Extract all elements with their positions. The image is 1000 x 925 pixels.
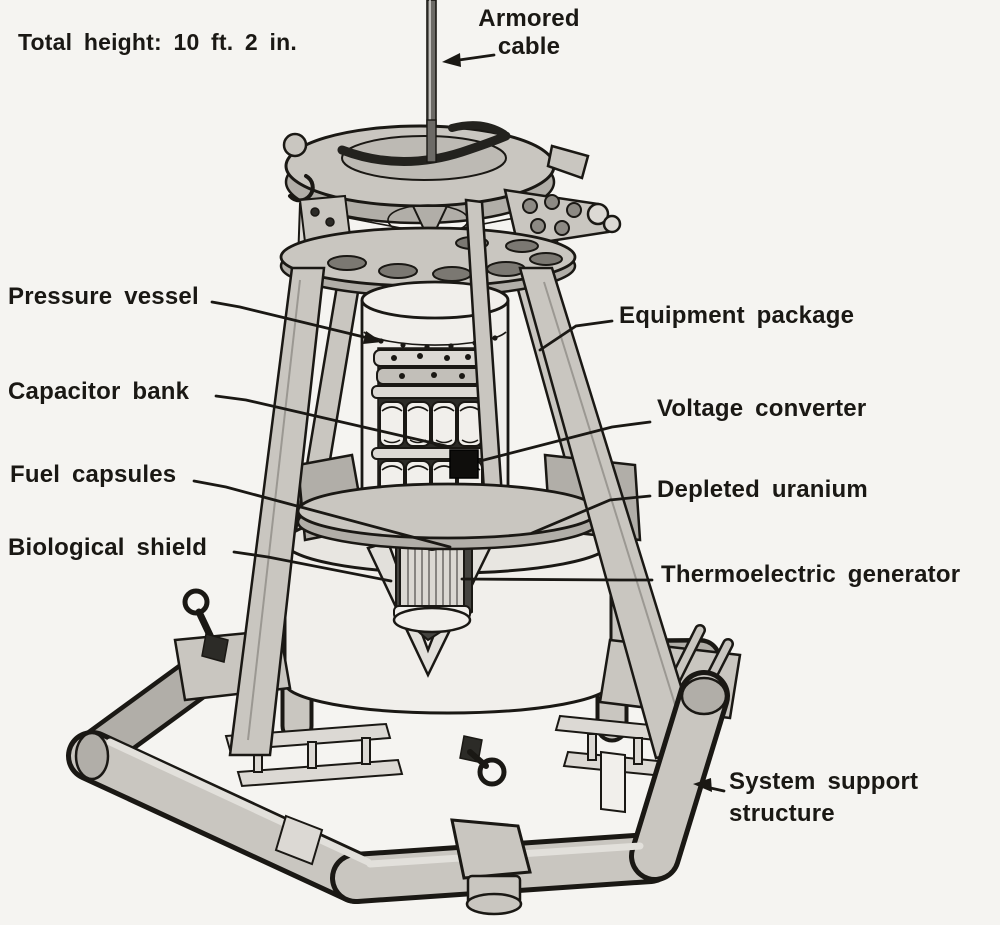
label-voltage-converter: Voltage converter bbox=[657, 395, 867, 422]
support-legs bbox=[228, 266, 702, 760]
support-leg-left bbox=[228, 266, 326, 757]
label-thermoelectric-generator: Thermoelectric generator bbox=[661, 561, 961, 588]
label-biological-shield: Biological shield bbox=[8, 534, 208, 561]
label-fuel-capsules: Fuel capsules bbox=[10, 461, 177, 488]
armored-cable-leader-line bbox=[457, 53, 496, 62]
lifting-eye-left bbox=[182, 588, 210, 616]
label-armored-cable: Armored cable bbox=[455, 5, 603, 61]
biological-shield-leader-line bbox=[232, 550, 393, 583]
label-system-support-line2: structure bbox=[729, 800, 835, 827]
equipment-package-drawing bbox=[371, 349, 487, 399]
top-lifting-plate bbox=[282, 119, 590, 225]
lifting-ear-right bbox=[546, 144, 590, 180]
tube-clamp-left bbox=[274, 814, 324, 866]
pressure-vessel-arrow-icon bbox=[363, 331, 382, 344]
equipment-deck bbox=[279, 226, 577, 298]
label-system-support: System support structure bbox=[729, 766, 918, 830]
lifting-ear-left bbox=[282, 132, 308, 158]
pressure-vessel-drawing bbox=[360, 280, 510, 506]
label-equipment-package: Equipment package bbox=[619, 302, 855, 329]
voltage-converter-drawing bbox=[449, 449, 479, 479]
lifting-eye-center bbox=[459, 735, 507, 787]
equipment-package-leader-line bbox=[538, 319, 614, 352]
system-support-arrow-icon bbox=[693, 778, 712, 792]
thermoelectric-generator-drawing bbox=[392, 529, 472, 634]
connector-cluster bbox=[503, 188, 622, 248]
depleted-uranium-leader-line bbox=[530, 494, 652, 535]
label-capacitor-bank: Capacitor bank bbox=[8, 378, 190, 405]
voltage-converter-leader-line bbox=[478, 420, 652, 463]
label-armored-cable-line1: Armored bbox=[478, 5, 580, 32]
thermoelectric-generator-leader-line bbox=[460, 577, 654, 582]
armored-cable-arrow-icon bbox=[442, 53, 461, 67]
label-depleted-uranium: Depleted uranium bbox=[657, 476, 868, 503]
base-frame-front bbox=[66, 670, 730, 916]
label-system-support-line1: System support bbox=[729, 768, 919, 795]
pressure-vessel-leader-line bbox=[210, 300, 370, 340]
label-armored-cable-line2: cable bbox=[497, 33, 561, 60]
label-total-height: Total height: 10 ft. 2 in. bbox=[18, 29, 297, 55]
fuel-capsules-leader-line bbox=[192, 479, 452, 549]
capacitor-bank-leader-line bbox=[214, 394, 448, 448]
label-pressure-vessel: Pressure vessel bbox=[8, 283, 199, 310]
leader-lines bbox=[192, 53, 726, 793]
front-bracket bbox=[450, 818, 532, 880]
foot-pad bbox=[465, 874, 523, 916]
